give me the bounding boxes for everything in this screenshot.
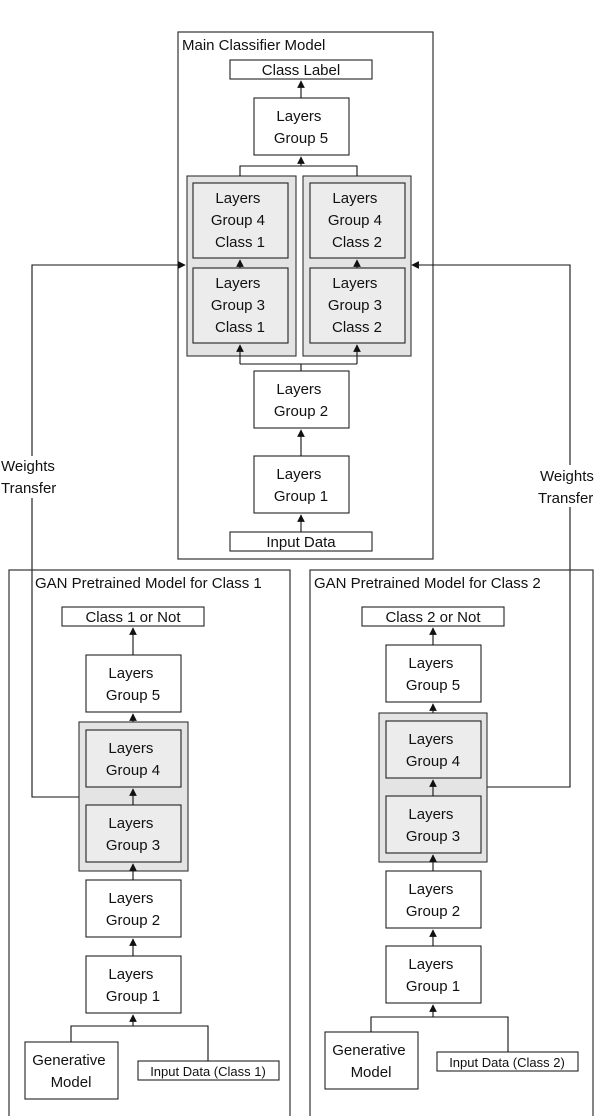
class-label-box (229, 59, 373, 80)
gan2-lg2-text: Layers Group 2 (406, 881, 460, 920)
gan1-lg1-box (85, 955, 182, 1014)
gan2-lg4-box (385, 720, 482, 779)
gan2-lg4-text: Layers Group 4 (406, 731, 460, 770)
gan-class1-title: GAN Pretrained Model for Class 1 (35, 575, 262, 592)
gan1-lg5-text: Layers Group 5 (106, 665, 160, 704)
main-lg2-box (253, 370, 350, 429)
weights-transfer-right-label: Weights Transfer (538, 468, 598, 507)
gan-class2-panel: GAN Pretrained Model for Class 2 Class 2… (309, 569, 594, 1116)
gan2-generative-model-text: Generative Model (332, 1042, 410, 1081)
main-lg4-class1-text: Layers Group 4 Class 1 (211, 190, 269, 251)
main-classifier-title: Main Classifier Model (182, 37, 325, 54)
class-label-text: Class Label (262, 62, 340, 79)
main-lg1-box (253, 455, 350, 514)
gan-class2-title: GAN Pretrained Model for Class 2 (314, 575, 541, 592)
main-lg1-text: Layers Group 1 (274, 466, 328, 505)
gan1-merge-line (70, 1025, 209, 1061)
line-merge-to-lg5 (239, 165, 358, 176)
main-lg3-class1-text: Layers Group 3 Class 1 (211, 275, 269, 336)
gan1-input-text: Input Data (Class 1) (150, 1064, 266, 1079)
gan1-lg1-text: Layers Group 1 (106, 966, 160, 1005)
main-lg2-text: Layers Group 2 (274, 381, 328, 420)
gan2-merge-line (370, 1016, 509, 1052)
main-lg4-class2-text: Layers Group 4 Class 2 (328, 190, 386, 251)
gan1-output-text: Class 1 or Not (85, 609, 181, 626)
weights-transfer-left-arrow (31, 261, 186, 798)
main-lg3-class2-box (309, 267, 406, 344)
gan2-lg3-box (385, 795, 482, 854)
gan1-generative-model-text: Generative Model (32, 1052, 110, 1091)
weights-transfer-left: Weights Transfer (0, 261, 186, 798)
gan1-lg5-box (85, 654, 182, 713)
main-lg4-class1-box (192, 182, 289, 259)
main-lg3-class1-box (192, 267, 289, 344)
gan2-lg1-text: Layers Group 1 (406, 956, 460, 995)
gan2-lg1-box (385, 945, 482, 1004)
gan2-lg3-text: Layers Group 3 (406, 806, 460, 845)
line-lg2-split-left (240, 363, 302, 371)
gan2-output-box (361, 606, 505, 627)
gan1-lg4-text: Layers Group 4 (106, 740, 160, 779)
gan1-lg4-box (85, 729, 182, 788)
weights-transfer-right: Weights Transfer (411, 261, 604, 788)
gan1-lg2-box (85, 879, 182, 938)
gan2-lg5-text: Layers Group 5 (406, 655, 460, 694)
gan2-output-text: Class 2 or Not (385, 609, 481, 626)
gan-class1-panel: GAN Pretrained Model for Class 1 Class 1… (8, 569, 291, 1116)
weights-transfer-left-label: Weights Transfer (1, 458, 59, 497)
gan1-output-box (61, 606, 205, 627)
gan2-input-text: Input Data (Class 2) (449, 1055, 565, 1070)
main-lg3-class2-text: Layers Group 3 Class 2 (328, 275, 386, 336)
main-lg4-class2-box (309, 182, 406, 259)
gan1-generative-model-box (24, 1041, 119, 1100)
gan2-lg5-box (385, 644, 482, 703)
gan1-lg2-text: Layers Group 2 (106, 890, 160, 929)
main-lg5-box (253, 97, 350, 156)
main-classifier-panel: Main Classifier Model Class Label Layers… (177, 31, 434, 560)
gan2-generative-model-box (324, 1031, 419, 1090)
main-input-data-text: Input Data (266, 534, 336, 551)
gan1-lg3-box (85, 804, 182, 863)
main-lg5-text: Layers Group 5 (274, 108, 328, 147)
gan1-lg3-text: Layers Group 3 (106, 815, 160, 854)
weights-transfer-right-arrow (411, 261, 571, 788)
